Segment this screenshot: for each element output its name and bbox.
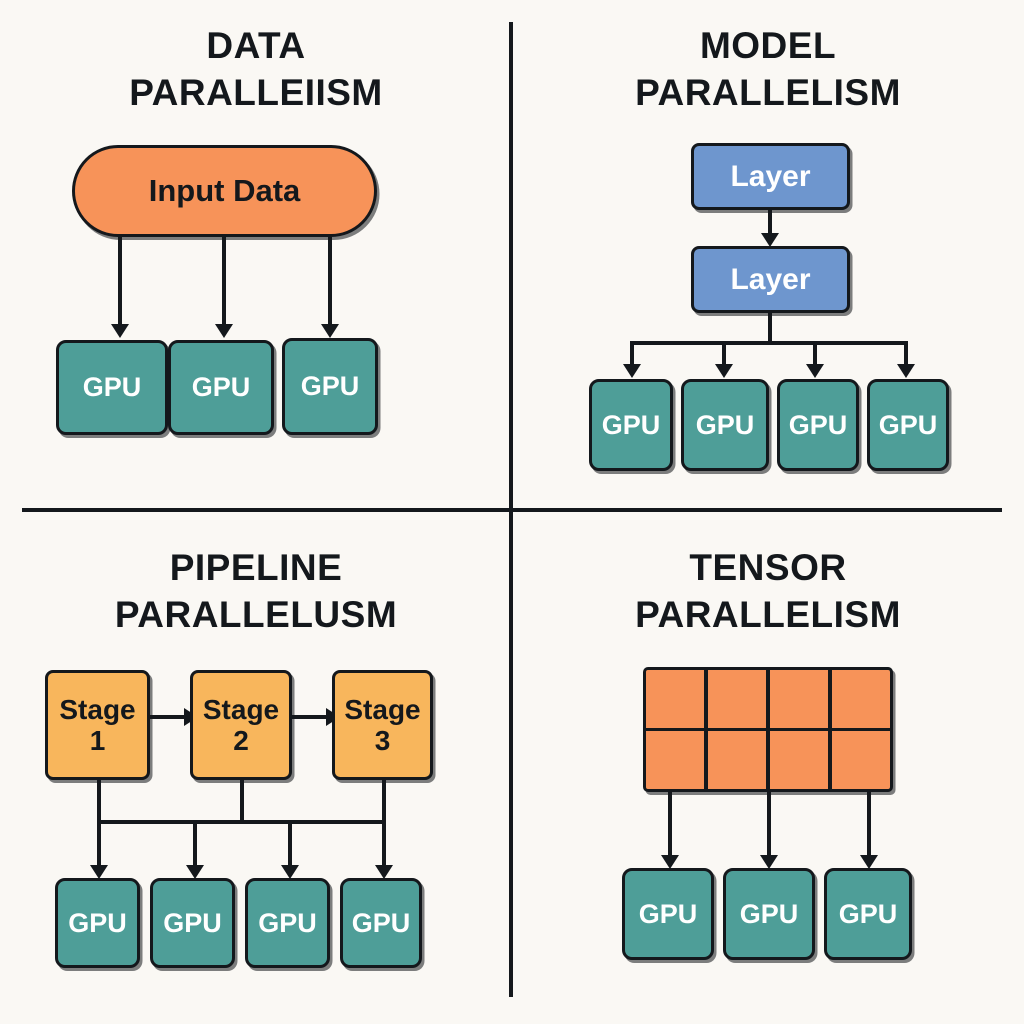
connector-layer2-stem xyxy=(768,313,772,343)
layer-node[interactable]: Layer xyxy=(691,246,850,313)
gpu-node[interactable]: GPU xyxy=(824,868,912,960)
arrowhead-gpu-2 xyxy=(186,865,204,879)
model-parallelism-title: MODEL PARALLELISM xyxy=(635,25,901,114)
connector-bus-to-gpu-3 xyxy=(813,341,817,368)
horizontal-divider xyxy=(22,508,1002,512)
gpu-node[interactable]: GPU xyxy=(777,379,859,471)
layer-node[interactable]: Layer xyxy=(691,143,850,210)
stage-node[interactable]: Stage 3 xyxy=(332,670,433,780)
gpu-node[interactable]: GPU xyxy=(622,868,714,960)
quadrant-data-parallelism: DATA PARALLEIISM Input Data GPU GPU GPU xyxy=(0,0,512,512)
tensor-parallelism-title: TENSOR PARALLELISM xyxy=(635,547,901,636)
arrowhead-gpu-2 xyxy=(760,855,778,869)
quadrant-tensor-parallelism: TENSOR PARALLELISM GPU GPU GPU xyxy=(512,512,1024,1024)
connector-input-to-gpu-1 xyxy=(118,237,122,326)
connector-bus-to-gpu-3 xyxy=(288,820,292,869)
gpu-node[interactable]: GPU xyxy=(245,878,330,968)
gpu-node[interactable]: GPU xyxy=(282,338,378,435)
arrowhead-gpu-3 xyxy=(281,865,299,879)
arrowhead-gpu-3 xyxy=(860,855,878,869)
connector-stage1-to-stage2 xyxy=(150,715,186,719)
arrowhead-gpu-3 xyxy=(321,324,339,338)
connector-stage2-to-stage3 xyxy=(292,715,328,719)
connector-bus-to-gpu-2 xyxy=(193,820,197,869)
arrowhead-gpu-1 xyxy=(623,364,641,378)
tensor-grid[interactable] xyxy=(643,667,893,792)
stage-node[interactable]: Stage 2 xyxy=(190,670,292,780)
connector-stage2-drop xyxy=(240,780,244,822)
tensor-cell xyxy=(707,670,767,728)
gpu-node[interactable]: GPU xyxy=(56,340,168,435)
connector-bus-to-gpu-1 xyxy=(97,820,101,869)
connector-bus-to-gpu-1 xyxy=(630,341,634,368)
pipeline-parallelism-title: PIPELINE PARALLELUSM xyxy=(114,547,398,636)
connector-input-to-gpu-3 xyxy=(328,237,332,326)
tensor-cell xyxy=(769,670,829,728)
connector-bus xyxy=(97,820,386,824)
connector-bus-to-gpu-4 xyxy=(382,820,386,869)
arrowhead-gpu-2 xyxy=(715,364,733,378)
connector-input-to-gpu-2 xyxy=(222,237,226,326)
tensor-cell xyxy=(831,670,890,728)
gpu-node[interactable]: GPU xyxy=(55,878,140,968)
connector-tensor-to-gpu-2 xyxy=(767,792,771,858)
data-parallelism-title: DATA PARALLEIISM xyxy=(129,25,383,114)
arrowhead-gpu-3 xyxy=(806,364,824,378)
arrowhead-gpu-2 xyxy=(215,324,233,338)
arrowhead-gpu-4 xyxy=(897,364,915,378)
arrowhead-gpu-4 xyxy=(375,865,393,879)
gpu-node[interactable]: GPU xyxy=(681,379,769,471)
gpu-node[interactable]: GPU xyxy=(723,868,815,960)
tensor-cell xyxy=(707,731,767,789)
tensor-cell xyxy=(769,731,829,789)
tensor-cell xyxy=(646,670,705,728)
gpu-node[interactable]: GPU xyxy=(168,340,274,435)
connector-bus-to-gpu-2 xyxy=(722,341,726,368)
quadrant-model-parallelism: MODEL PARALLELISM Layer Layer GPU GPU GP… xyxy=(512,0,1024,512)
stage-node[interactable]: Stage 1 xyxy=(45,670,150,780)
connector-stage3-drop xyxy=(382,780,386,822)
input-data-node[interactable]: Input Data xyxy=(72,145,377,237)
connector-layer1-to-layer2 xyxy=(768,210,772,236)
connector-tensor-to-gpu-1 xyxy=(668,792,672,858)
connector-bus-to-gpu-4 xyxy=(904,341,908,368)
quadrant-pipeline-parallelism: PIPELINE PARALLELUSM Stage 1 Stage 2 Sta… xyxy=(0,512,512,1024)
tensor-cell xyxy=(646,731,705,789)
connector-bus xyxy=(630,341,907,345)
arrowhead-gpu-1 xyxy=(111,324,129,338)
gpu-node[interactable]: GPU xyxy=(150,878,235,968)
arrowhead-layer2 xyxy=(761,233,779,247)
gpu-node[interactable]: GPU xyxy=(340,878,422,968)
gpu-node[interactable]: GPU xyxy=(589,379,673,471)
tensor-cell xyxy=(831,731,890,789)
arrowhead-gpu-1 xyxy=(90,865,108,879)
connector-tensor-to-gpu-3 xyxy=(867,792,871,858)
gpu-node[interactable]: GPU xyxy=(867,379,949,471)
arrowhead-gpu-1 xyxy=(661,855,679,869)
connector-stage1-drop xyxy=(97,780,101,822)
